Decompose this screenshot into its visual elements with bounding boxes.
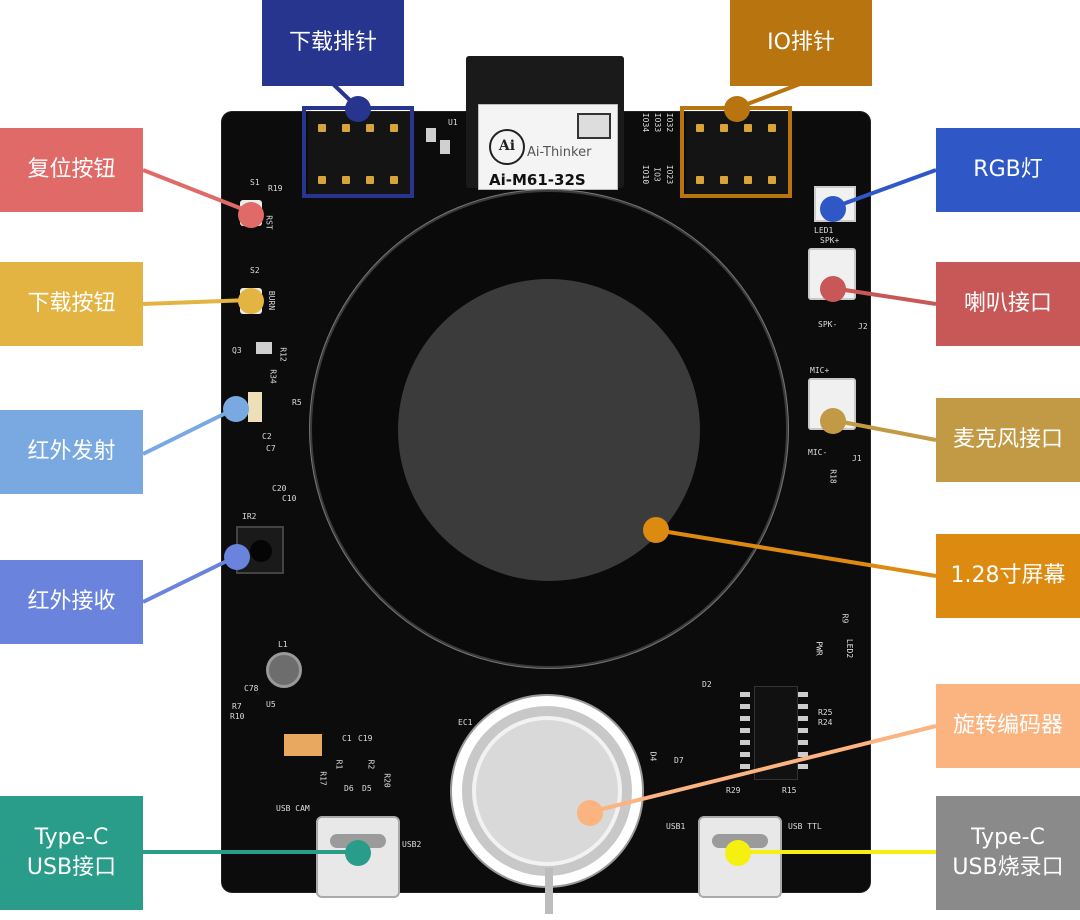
silk-c7: C7 — [266, 444, 276, 453]
silk-d5: D5 — [362, 784, 372, 793]
label-mic-port: 麦克风接口 — [936, 398, 1080, 482]
label-reset-button: 复位按钮 — [0, 128, 143, 212]
label-io-header: IO排针 — [730, 0, 872, 86]
silk-r25: R25 — [818, 708, 833, 717]
label-typec-flash-line2: USB烧录口 — [952, 855, 1064, 880]
usb-ttl-marker — [725, 840, 751, 866]
silk-r29: R29 — [726, 786, 741, 795]
ai-thinker-logo: Ai — [489, 129, 525, 165]
antenna-connector — [577, 113, 611, 139]
silk-r15: R15 — [782, 786, 797, 795]
download-header-marker — [345, 96, 371, 122]
mic-marker — [820, 408, 846, 434]
silk-d6: D6 — [344, 784, 354, 793]
silk-spk-minus: SPK- — [818, 320, 838, 329]
silk-ec1: EC1 — [458, 718, 473, 727]
silk-r10: R10 — [230, 712, 245, 721]
transistor — [256, 342, 272, 354]
knob-indicator-mark — [545, 868, 553, 914]
knob-top — [476, 720, 618, 862]
label-download-button: 下载按钮 — [0, 262, 143, 346]
silk-s2: S2 — [250, 266, 260, 275]
silk-usb2: USB2 — [402, 840, 422, 849]
silk-ir2: IR2 — [242, 512, 257, 521]
silk-c19: C19 — [358, 734, 373, 743]
silk-c78: C78 — [244, 684, 259, 693]
label-screen: 1.28寸屏幕 — [936, 534, 1080, 618]
label-download-header: 下载排针 — [262, 0, 404, 86]
io-header-marker — [724, 96, 750, 122]
inductor — [266, 652, 302, 688]
silk-c10: C10 — [282, 494, 297, 503]
ir-led — [248, 392, 262, 422]
silk-d7: D7 — [674, 756, 684, 765]
label-typec-usb-line1: Type-C — [34, 825, 109, 851]
silk-u5: U5 — [266, 700, 276, 709]
label-speaker-port: 喇叭接口 — [936, 262, 1080, 346]
module-brand: Ai-Thinker — [527, 145, 592, 160]
label-rotary-encoder: 旋转编码器 — [936, 684, 1080, 768]
label-typec-usb-line2: USB接口 — [26, 855, 117, 880]
usb-cam-marker — [345, 840, 371, 866]
silk-usb-ttl: USB TTL — [788, 822, 822, 831]
capacitor — [440, 140, 450, 154]
label-typec-flash-line1: Type-C — [971, 825, 1045, 851]
silk-u1: U1 — [448, 118, 458, 127]
silk-j1: J1 — [852, 454, 862, 463]
silk-r7: R7 — [232, 702, 242, 711]
module-model: Ai-M61-32S — [489, 171, 586, 189]
capacitor — [426, 128, 436, 142]
module-shield: Ai Ai-Thinker Ai-M61-32S — [478, 104, 618, 190]
silk-r24: R24 — [818, 718, 833, 727]
silk-c1: C1 — [342, 734, 352, 743]
silk-j2: J2 — [858, 322, 868, 331]
silk-usb-cam: USB CAM — [276, 804, 310, 813]
silk-usb1: USB1 — [666, 822, 686, 831]
usb-serial-chip — [754, 686, 798, 780]
ir-transmit-marker — [223, 396, 249, 422]
tantalum-capacitor — [284, 734, 322, 756]
silk-d2: D2 — [702, 680, 712, 689]
silk-c20: C20 — [272, 484, 287, 493]
label-typec-flash: Type-C USB烧录口 — [936, 796, 1080, 910]
silk-s1: S1 — [250, 178, 260, 187]
rgb-led-marker — [820, 196, 846, 222]
label-ir-transmit: 红外发射 — [0, 410, 143, 494]
reset-button-marker — [238, 202, 264, 228]
silk-mic-minus: MIC- — [808, 448, 828, 457]
silk-led1: LED1 — [814, 226, 834, 235]
silk-l1: L1 — [278, 640, 288, 649]
silk-c2: C2 — [262, 432, 272, 441]
screen-marker — [643, 517, 669, 543]
encoder-marker — [577, 800, 603, 826]
silk-spk-plus: SPK+ — [820, 236, 840, 245]
silk-mic-plus: MIC+ — [810, 366, 830, 375]
label-rgb-led: RGB灯 — [936, 128, 1080, 212]
silk-r5: R5 — [292, 398, 302, 407]
silk-r19: R19 — [268, 184, 283, 193]
silk-q3: Q3 — [232, 346, 242, 355]
download-button-marker — [238, 288, 264, 314]
label-typec-usb: Type-C USB接口 — [0, 796, 143, 910]
speaker-marker — [820, 276, 846, 302]
label-ir-receive: 红外接收 — [0, 560, 143, 644]
ir-receive-marker — [224, 544, 250, 570]
